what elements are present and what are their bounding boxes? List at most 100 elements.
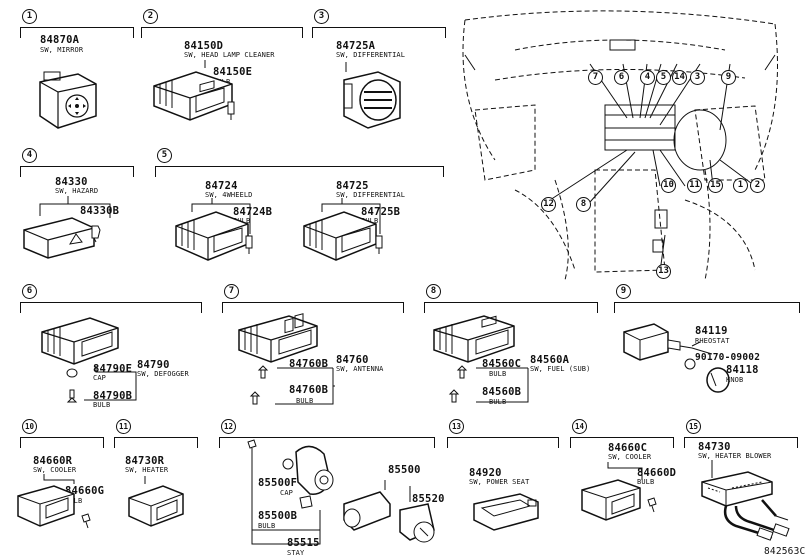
section-13-bracket [447, 437, 559, 448]
part-84150D-desc: SW, HEAD LAMP CLEANER [184, 51, 275, 59]
section-10-bracket [20, 437, 104, 448]
power-seat-switch-drawing [473, 493, 539, 531]
callout-1: 1 [733, 178, 748, 193]
part-84330B-number: 84330B [80, 205, 120, 217]
cooler-switch-drawing [17, 474, 91, 529]
section-1-bracket [20, 27, 134, 38]
section-12-bracket [219, 437, 435, 448]
section-3-bracket [312, 27, 446, 38]
part-84724B-number: 84724B [233, 206, 273, 218]
part-85500F-number: 85500F [258, 477, 298, 489]
section-7-bracket [222, 302, 404, 313]
callout-3: 3 [690, 70, 705, 85]
section-11-number: 11 [116, 419, 131, 434]
callout-5: 5 [656, 70, 671, 85]
part-84660R-desc: SW, COOLER [33, 466, 77, 474]
part-84660C-desc: SW, COOLER [608, 453, 652, 461]
callout-6: 6 [614, 70, 629, 85]
section-15-number: 15 [686, 419, 701, 434]
section-14-bracket [570, 437, 674, 448]
part-84760-number: 84760 [336, 354, 369, 366]
section-3-number: 3 [314, 9, 329, 24]
part-84560A-desc: SW, FUEL (SUB) [530, 365, 591, 373]
section-8-number: 8 [426, 284, 441, 299]
part-84730-number: 84730 [698, 441, 731, 453]
part-84560C-number: 84560C [482, 358, 522, 370]
callout-4: 4 [640, 70, 655, 85]
part-84730R-number: 84730R [125, 455, 165, 467]
part-84725A-number: 84725A [336, 40, 376, 52]
callout-13: 13 [656, 264, 671, 279]
4wheeld-switch-drawing [175, 198, 253, 261]
part-84760B-bottom-number: 84760B [289, 384, 329, 396]
part-84725-number: 84725 [336, 180, 369, 192]
part-84660R-number: 84660R [33, 455, 73, 467]
part-84730-desc: SW, HEATER BLOWER [698, 452, 772, 460]
part-84760B-top-number: 84760B [289, 358, 329, 370]
part-84725-desc: SW, DIFFERENTIAL [336, 191, 406, 199]
part-84790E-desc: CAP [93, 374, 106, 382]
section-6-number: 6 [22, 284, 37, 299]
callout-8: 8 [576, 197, 591, 212]
cigarette-lighter-drawing [247, 439, 435, 545]
part-84560A-number: 84560A [530, 354, 570, 366]
part-85500-number: 85500 [388, 464, 421, 476]
section-1-number: 1 [22, 9, 37, 24]
section-11-bracket [114, 437, 198, 448]
section-5-number: 5 [157, 148, 172, 163]
antenna-switch-drawing [238, 313, 335, 405]
section-12-number: 12 [221, 419, 236, 434]
section-6-bracket [20, 302, 202, 313]
part-84870A-number: 84870A [40, 34, 80, 46]
part-84660C-number: 84660C [608, 442, 648, 454]
part-90170-09002-number: 90170-09002 [695, 352, 761, 363]
part-84119-desc: RHEOSTAT [695, 337, 730, 345]
part-84725A-desc: SW, DIFFERENTIAL [336, 51, 406, 59]
part-84660D-number: 84660D [637, 467, 677, 479]
headlamp-cleaner-switch-drawing [153, 60, 235, 121]
part-84724-number: 84724 [205, 180, 238, 192]
section-4-number: 4 [22, 148, 37, 163]
part-85500B-desc: BULB [258, 522, 276, 530]
differential-switch-drawing [343, 62, 401, 129]
section-13-number: 13 [449, 419, 464, 434]
section-2-number: 2 [143, 9, 158, 24]
part-84760B-bottom-desc: BULB [296, 397, 314, 405]
part-84790B-number: 84790B [93, 390, 133, 402]
part-85515-desc: STAY [287, 549, 305, 557]
part-84760-desc: SW, ANTENNA [336, 365, 384, 373]
part-84790-number: 84790 [137, 359, 170, 371]
rheostat-drawing [623, 323, 730, 393]
part-84118-desc: KNOB [726, 376, 744, 384]
part-84790B-desc: BULB [93, 401, 111, 409]
vehicle-interior-overview [462, 10, 778, 281]
mirror-switch-drawing [39, 71, 97, 129]
callout-2: 2 [750, 178, 765, 193]
callout-11: 11 [687, 178, 702, 193]
heater-blower-switch-drawing [701, 460, 790, 541]
diagram-code: 842563C [764, 546, 806, 557]
part-84920-desc: SW, POWER SEAT [469, 478, 530, 486]
part-85500F-desc: CAP [280, 489, 293, 497]
part-84560B-desc: BULB [489, 398, 507, 406]
section-14-number: 14 [572, 419, 587, 434]
part-84150D-number: 84150D [184, 40, 224, 52]
callout-9: 9 [721, 70, 736, 85]
part-84118-number: 84118 [726, 364, 759, 376]
section-15-bracket [684, 437, 798, 448]
fuel-sub-switch-drawing [433, 315, 529, 403]
part-84724-desc: SW, 4WHEELD [205, 191, 253, 199]
section-2-bracket [141, 27, 303, 38]
section-9-bracket [614, 302, 800, 313]
differential-5-switch-drawing [303, 198, 383, 261]
part-84790E-number: 84790E [93, 363, 133, 375]
callout-7: 7 [588, 70, 603, 85]
part-84870A-desc: SW, MIRROR [40, 46, 84, 54]
part-84119-number: 84119 [695, 325, 728, 337]
part-84560C-desc: BULB [489, 370, 507, 378]
heater-switch-drawing [128, 476, 184, 527]
part-85515-number: 85515 [287, 537, 320, 549]
part-84150E-number: 84150E [213, 66, 253, 78]
part-84790-desc: SW, DEFOGGER [137, 370, 189, 378]
section-5-bracket [155, 166, 444, 177]
